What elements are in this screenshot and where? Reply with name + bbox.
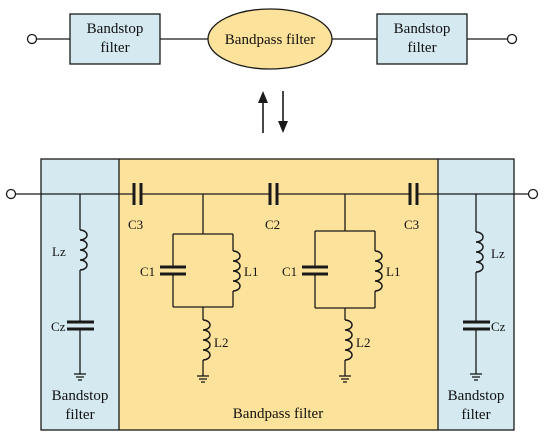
label-l2-left: L2 (214, 335, 228, 350)
ground-right-bandstop (470, 373, 482, 381)
capacitor-c2 (268, 183, 279, 205)
capacitor-c3-right (408, 183, 419, 205)
ground-left-bandstop (74, 373, 86, 381)
label-lz-left: Lz (52, 244, 66, 259)
label-c3-left: C3 (128, 217, 143, 232)
inductor-l1-right (374, 250, 383, 292)
top-left-bandstop-block (69, 13, 161, 65)
top-input-terminal (26, 33, 38, 45)
label-l2-right: L2 (356, 335, 370, 350)
label-c1-left: C1 (140, 264, 155, 279)
top-output-terminal (506, 33, 518, 45)
transform-arrows (258, 91, 288, 133)
label-c3-right: C3 (404, 217, 419, 232)
top-center-bandpass-block (207, 8, 333, 70)
left-bandpass-tank (160, 194, 241, 383)
left-bandstop-branch (67, 194, 94, 381)
ground-right-bandpass (339, 375, 351, 383)
right-bandstop-branch (463, 194, 490, 381)
input-terminal (5, 188, 17, 200)
circuit-outline (40, 158, 515, 431)
label-c1-right: C1 (282, 264, 297, 279)
label-cz-left: Cz (51, 319, 66, 334)
label-l1-left: L1 (244, 264, 258, 279)
center-section-label: Bandpass filter (233, 406, 323, 422)
label-l1-right: L1 (386, 264, 400, 279)
inductor-lz-right (475, 231, 484, 273)
main-line (5, 188, 539, 200)
top-right-bandstop-block (376, 13, 468, 65)
capacitor-c3-left (132, 183, 143, 205)
ground-left-bandpass (197, 375, 209, 383)
label-cz-right: Cz (491, 319, 506, 334)
up-arrow-head (258, 91, 268, 103)
top-center-bandpass-label: Bandpass filter (225, 32, 315, 48)
output-terminal (527, 188, 539, 200)
down-arrow-head (278, 121, 288, 133)
inductor-l2-left (202, 319, 211, 361)
inductor-l2-right (344, 319, 353, 361)
inductor-lz-left (79, 229, 88, 271)
label-lz-right: Lz (491, 246, 505, 261)
right-bandpass-tank (302, 194, 383, 383)
inductor-l1-left (232, 250, 241, 292)
label-c2: C2 (265, 217, 280, 232)
